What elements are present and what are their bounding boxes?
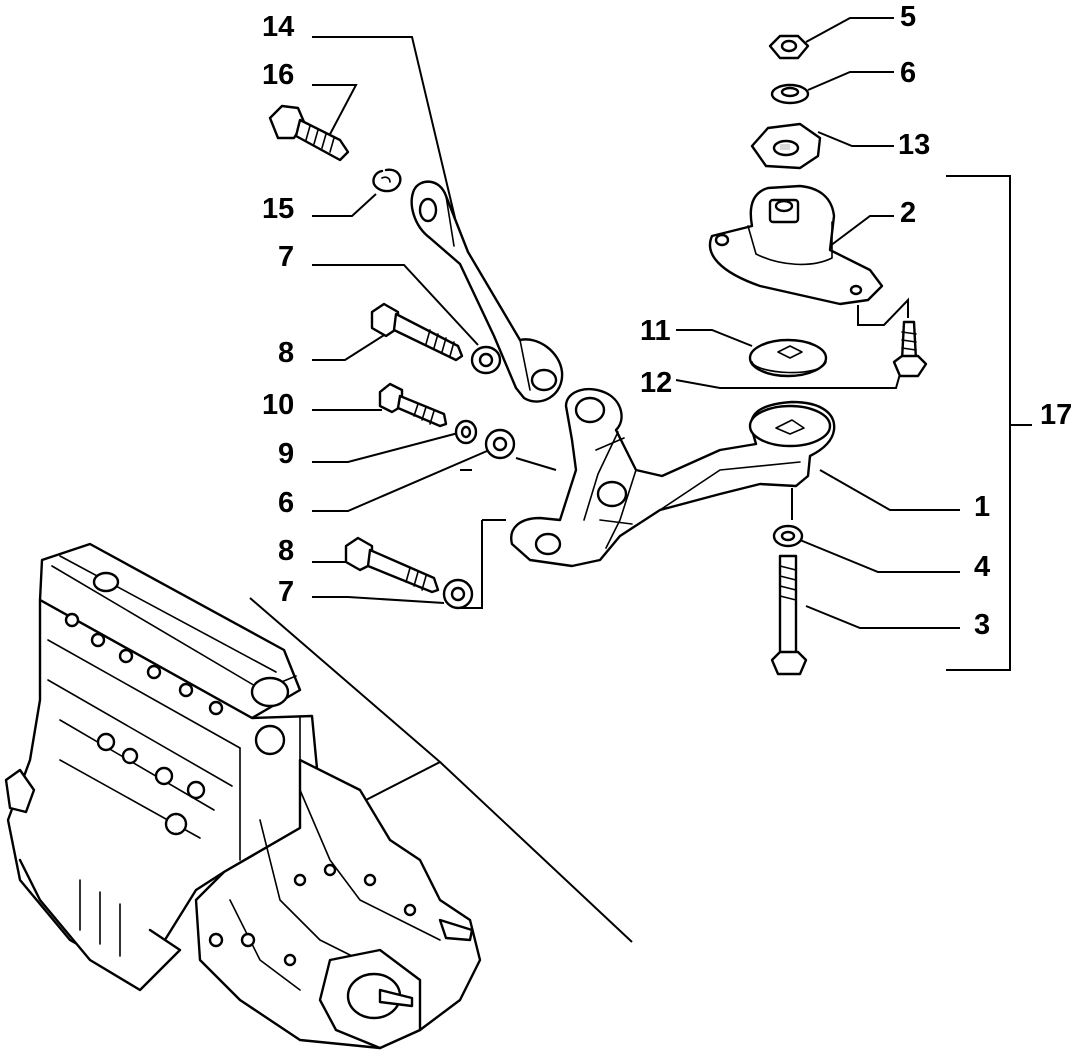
callout-labels: 14 16 15 7 8 10 9 6 8 7 5 6 13 2 11 12 1… — [262, 1, 1072, 641]
callout-6-right: 6 — [900, 57, 916, 89]
bolt-10-icon — [378, 382, 448, 428]
long-bolt-3-icon — [770, 554, 808, 676]
callout-8-bottom: 8 — [278, 535, 294, 567]
engine-assembly-illustration — [4, 542, 482, 1050]
callout-1: 1 — [974, 491, 990, 523]
mount-bracket-1-icon — [510, 387, 836, 568]
callout-2: 2 — [900, 197, 916, 229]
washer-7-top-icon — [470, 345, 502, 375]
stud-bolt-8-bottom-icon — [344, 536, 440, 594]
callout-16: 16 — [262, 59, 294, 91]
callout-10: 10 — [262, 389, 294, 421]
washer-9-icon — [454, 419, 478, 445]
callout-17: 17 — [1040, 399, 1072, 431]
reaction-link-14-icon — [410, 180, 564, 403]
washer-6-right-icon — [770, 83, 810, 105]
washer-7-bottom-icon — [442, 578, 474, 610]
callout-7-bottom: 7 — [278, 576, 294, 608]
washer-6-left-icon — [484, 428, 516, 460]
callout-13: 13 — [898, 129, 930, 161]
callout-11: 11 — [640, 315, 671, 347]
callout-3: 3 — [974, 609, 990, 641]
stud-bolt-8-top-icon — [370, 302, 464, 362]
plate-13-icon — [750, 122, 822, 170]
rubber-mount-2-icon — [708, 184, 884, 306]
callout-9: 9 — [278, 438, 294, 470]
callout-12: 12 — [640, 367, 672, 399]
nut-5-icon — [768, 34, 810, 60]
callout-4: 4 — [974, 551, 990, 583]
callout-8-top: 8 — [278, 337, 294, 369]
leader-lines — [249, 17, 1032, 943]
callout-5: 5 — [900, 1, 916, 33]
bolt-16-icon — [268, 104, 350, 162]
callout-6-left: 6 — [278, 487, 294, 519]
callout-15: 15 — [262, 193, 294, 225]
disc-11-icon — [748, 338, 828, 378]
split-washer-15-icon — [372, 168, 402, 193]
stud-12-icon — [892, 320, 928, 378]
callout-7-top: 7 — [278, 241, 294, 273]
clip-4-icon — [772, 524, 804, 548]
callout-14: 14 — [262, 11, 294, 43]
